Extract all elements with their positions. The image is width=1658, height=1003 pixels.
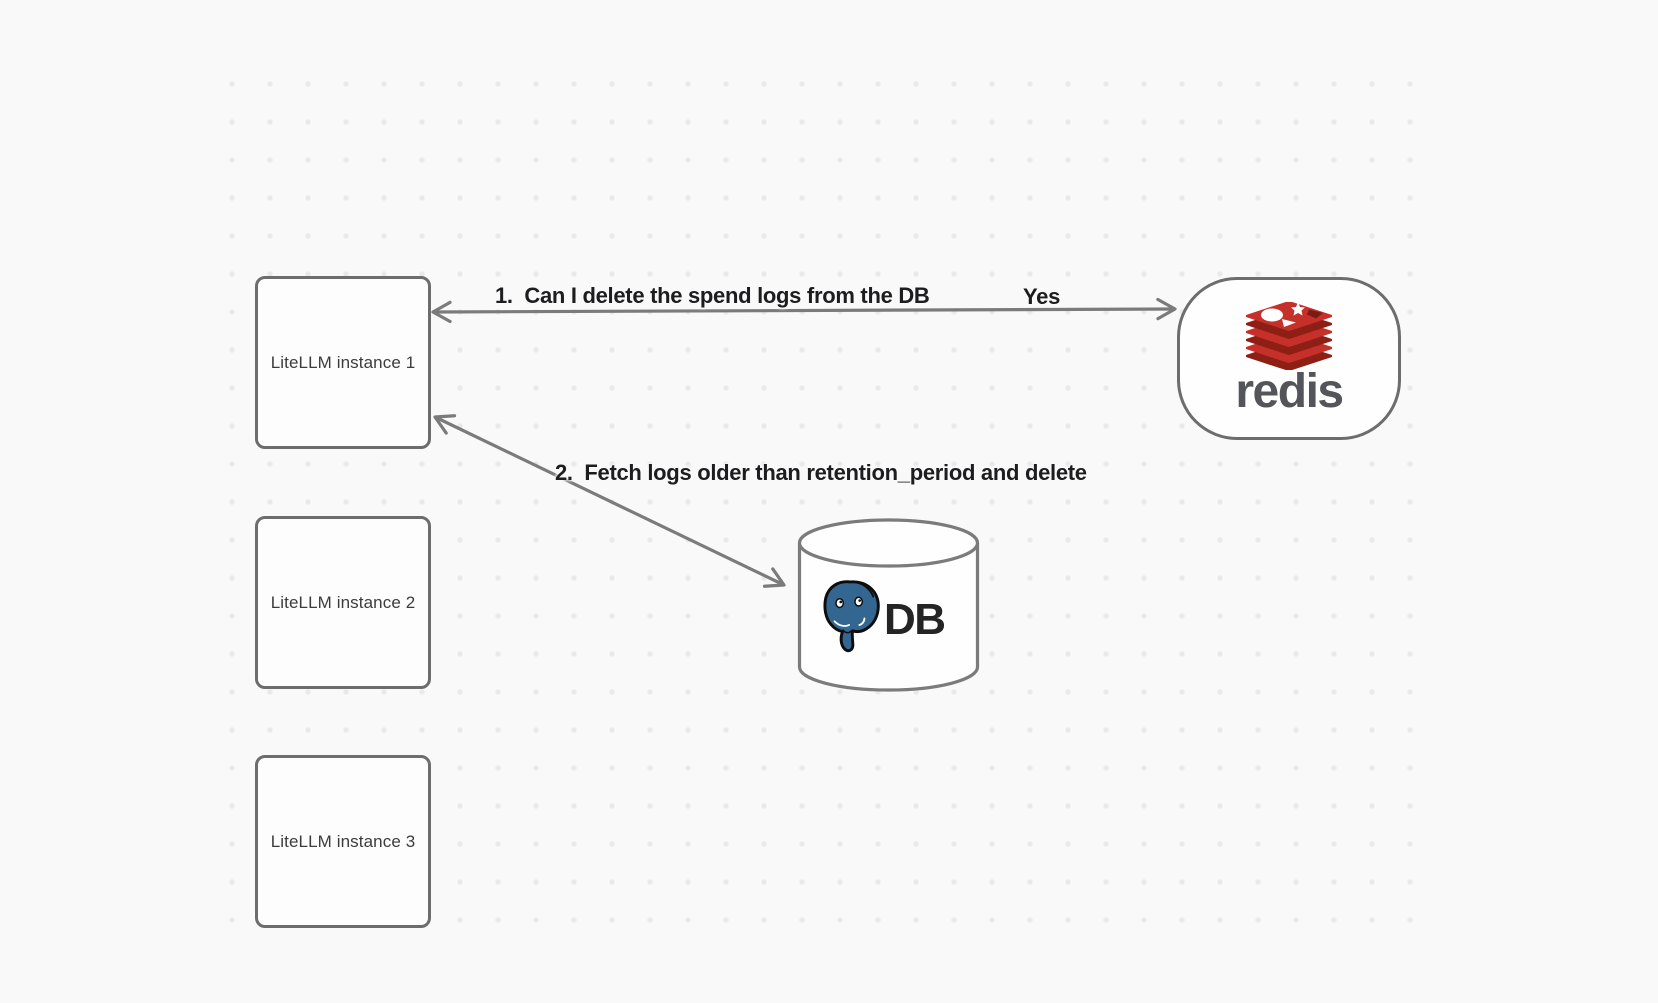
postgresql-icon bbox=[823, 580, 880, 653]
edge-label-delete-question: 1. Can I delete the spend logs from the … bbox=[495, 283, 930, 308]
redis-logo-icon bbox=[1246, 301, 1332, 370]
node-redis[interactable]: redis bbox=[1177, 277, 1401, 440]
node-litellm-instance-3[interactable]: LiteLLM instance 3 bbox=[255, 755, 431, 928]
node-db-cylinder[interactable] bbox=[796, 515, 982, 695]
edge-label-yes-response: Yes bbox=[1023, 284, 1061, 309]
db-label: DB bbox=[884, 595, 946, 644]
node-litellm-instance-2[interactable]: LiteLLM instance 2 bbox=[255, 516, 431, 689]
redis-wordmark: redis bbox=[1235, 364, 1344, 418]
node-label: LiteLLM instance 1 bbox=[270, 352, 416, 372]
edge-label-fetch-delete: 2. Fetch logs older than retention_perio… bbox=[555, 460, 1087, 485]
node-litellm-instance-1[interactable]: LiteLLM instance 1 bbox=[255, 276, 431, 449]
node-label: LiteLLM instance 2 bbox=[270, 592, 416, 612]
node-label: LiteLLM instance 3 bbox=[270, 831, 416, 851]
